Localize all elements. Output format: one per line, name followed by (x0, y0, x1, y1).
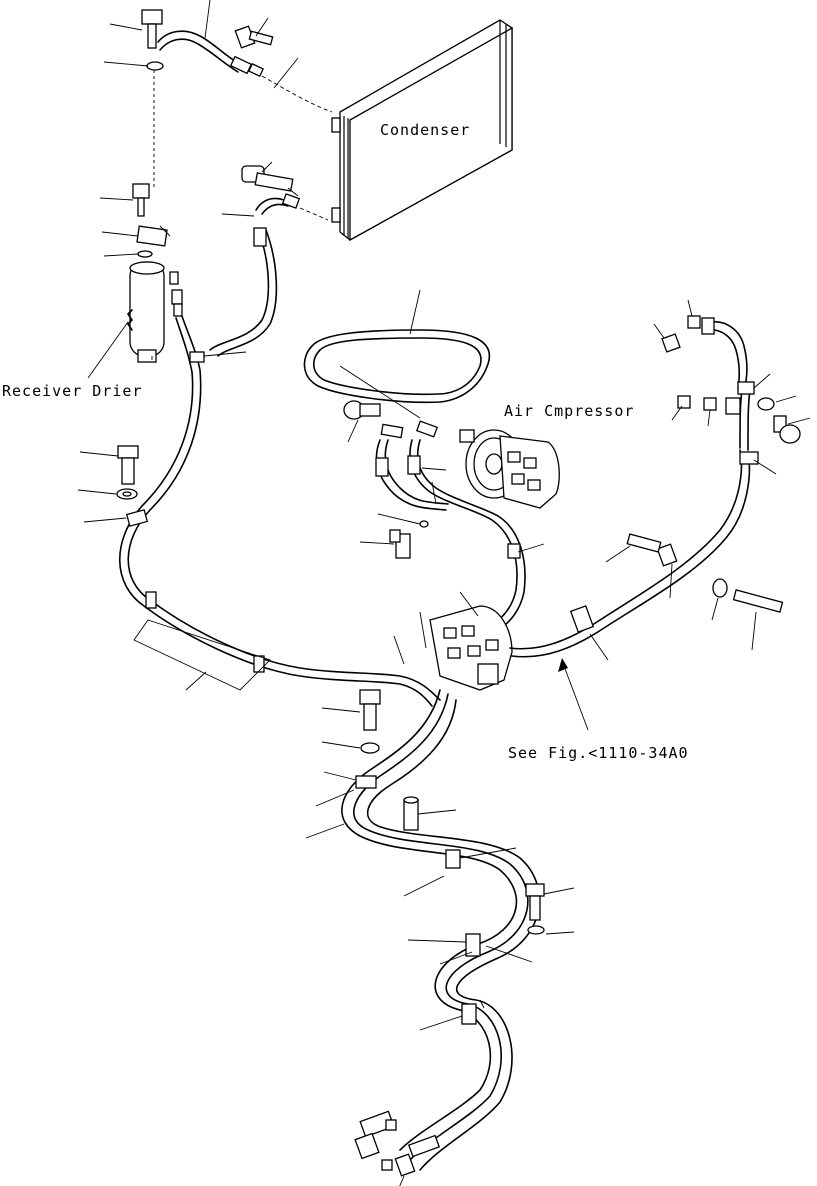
right-fittings (653, 299, 717, 427)
air-compressor: Air Cmpressor (459, 402, 634, 509)
hose-ends (354, 1110, 441, 1186)
condenser-outlet-hose (209, 161, 329, 357)
condenser: Condenser (331, 19, 513, 242)
mid-bolt (359, 513, 429, 559)
main-hose-left (83, 315, 441, 707)
right-hose (509, 317, 811, 661)
valve-block (393, 591, 513, 691)
lower-bolt-a (321, 689, 457, 831)
receiver-fittings (159, 225, 183, 317)
right-bolt (605, 533, 784, 651)
lower-hoses (305, 689, 541, 1171)
receiver-drier-label: Receiver Drier (2, 382, 142, 400)
see-fig-callout: See Fig.<1110-34A0 (508, 658, 689, 762)
air-compressor-label: Air Cmpressor (504, 402, 634, 420)
top-bolt-right (234, 17, 274, 49)
top-bolt-left (103, 9, 164, 190)
left-bolt (77, 445, 139, 500)
drive-belt (303, 289, 491, 419)
condenser-label: Condenser (380, 121, 470, 139)
condenser-inlet-hose (157, 0, 333, 113)
lower-bolt-b (525, 883, 575, 935)
see-fig-label: See Fig.<1110-34A0 (508, 744, 689, 762)
compressor-hoses (343, 400, 545, 631)
receiver-drier: Receiver Drier (2, 183, 168, 400)
